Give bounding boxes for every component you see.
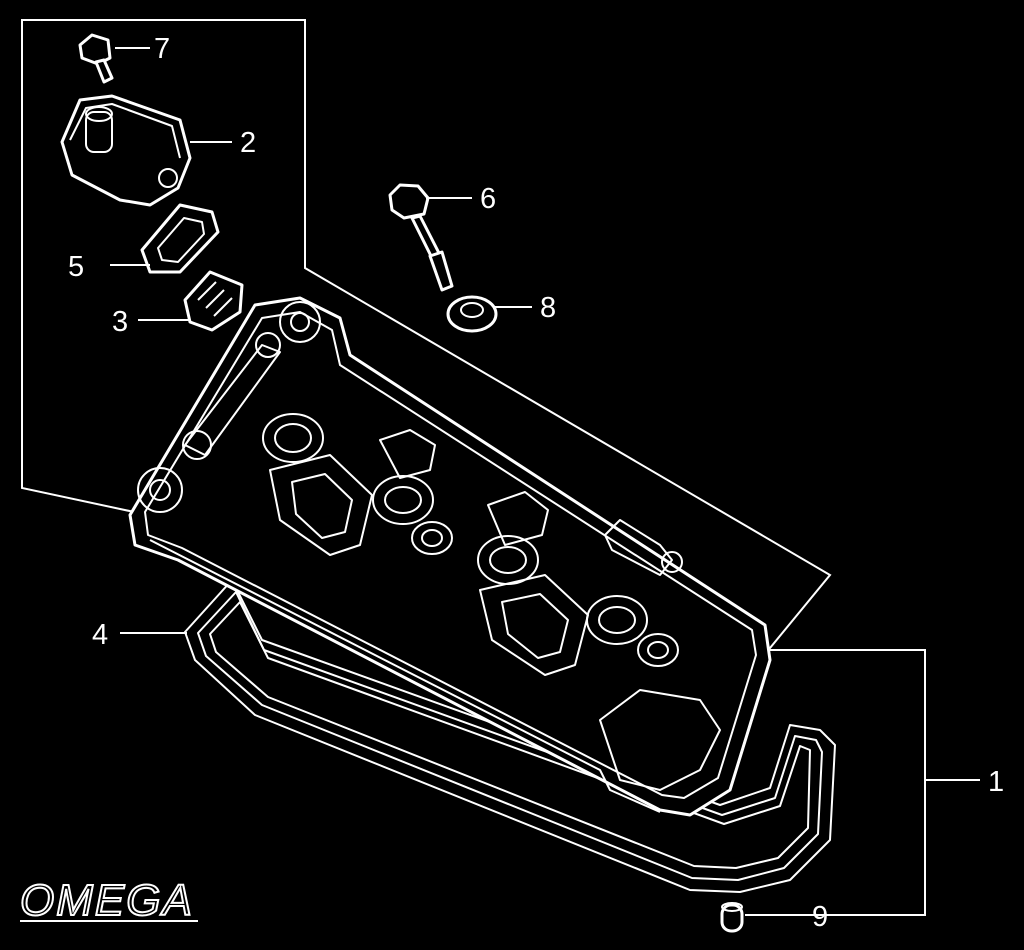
flange-bolt-icon: [78, 33, 114, 84]
dowel-pin-icon: [720, 902, 744, 933]
coil-seal-icon: [140, 203, 220, 274]
ignition-coil-icon: [60, 94, 192, 207]
callout-5: 5: [68, 251, 84, 283]
callout-2: 2: [240, 127, 256, 159]
assembly-boundary-outline: [21, 19, 832, 650]
omega-logo: OMEGA: [19, 875, 198, 926]
callout-9: 9: [812, 901, 828, 933]
callout-4: 4: [92, 619, 108, 651]
callout-1: 1: [988, 766, 1004, 798]
cover-bolt-icon: [388, 183, 454, 292]
omega-logo-text: OMEGA: [20, 876, 194, 925]
callout-8: 8: [540, 292, 556, 324]
connector-icon: [183, 270, 244, 332]
leader-lines: [110, 47, 980, 916]
callout-6: 6: [480, 183, 496, 215]
callout-3: 3: [112, 306, 128, 338]
callout-7: 7: [154, 33, 170, 65]
cover-gasket-icon: [184, 579, 836, 893]
bolt-washer-icon: [446, 295, 498, 333]
cylinder-head-cover-icon: [128, 296, 772, 817]
